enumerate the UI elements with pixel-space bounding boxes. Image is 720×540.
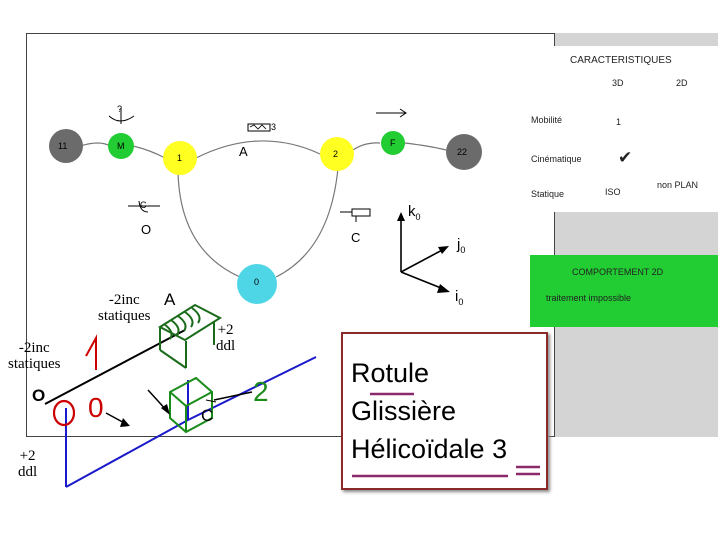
ball-joint-icon bbox=[52, 399, 76, 427]
helix-number: 3 bbox=[271, 122, 277, 132]
question-mark: ? bbox=[117, 104, 123, 114]
behavior-2d-panel bbox=[530, 255, 718, 327]
node-0 bbox=[237, 264, 277, 304]
node-M bbox=[108, 133, 134, 159]
spring-icon bbox=[247, 123, 271, 132]
row-statique-3d: ISO bbox=[605, 187, 621, 197]
node-F bbox=[381, 131, 405, 155]
red-number-1 bbox=[85, 334, 97, 370]
axis-i bbox=[400, 271, 447, 291]
node-0-label: 0 bbox=[254, 277, 260, 287]
sketch-A-label: A bbox=[164, 290, 176, 309]
row-statique-2d: non PLAN bbox=[657, 180, 699, 190]
edge-M-1 bbox=[132, 145, 166, 159]
sketch-C-label: C bbox=[201, 406, 214, 425]
edge-2-0 bbox=[275, 167, 339, 278]
joint-line-2: Glissière bbox=[351, 396, 457, 426]
joint-line-1: Rotule bbox=[351, 358, 430, 388]
arrow-2 bbox=[213, 391, 253, 401]
characteristics-table bbox=[527, 46, 718, 212]
sketch-num-2: 2 bbox=[253, 376, 269, 407]
row-mobilite-label: Mobilité bbox=[531, 115, 563, 125]
edge-1-2 bbox=[195, 140, 321, 159]
node-1 bbox=[163, 141, 197, 175]
col-3d: 3D bbox=[612, 78, 624, 88]
black-rod bbox=[44, 329, 186, 405]
row-statique-label: Statique bbox=[531, 189, 565, 199]
edge-F-22 bbox=[404, 142, 447, 151]
helical-screw-icon bbox=[157, 303, 223, 369]
ddl-left-label: +2 ddl bbox=[18, 448, 38, 480]
axis-j-label: j0 bbox=[457, 236, 466, 255]
axis-j bbox=[400, 247, 447, 273]
node-2-label: 2 bbox=[333, 149, 339, 159]
blue-line-2 bbox=[65, 419, 189, 488]
ddl-right-label: +2 ddl bbox=[216, 322, 236, 354]
left-mid-incs-label: -2inc statiques bbox=[8, 340, 61, 372]
edge-2-F bbox=[352, 142, 381, 151]
node-22-label: 22 bbox=[457, 147, 468, 157]
slider-box-icon bbox=[169, 376, 213, 434]
sketch-O-label: O bbox=[32, 386, 46, 405]
link-O-label: O bbox=[141, 222, 152, 237]
node-11-label: 11 bbox=[58, 141, 68, 151]
check-icon: ✔ bbox=[618, 148, 633, 167]
pivot-c-mark: C bbox=[140, 200, 147, 210]
col-2d: 2D bbox=[676, 78, 688, 88]
blue-line-4 bbox=[187, 356, 317, 421]
axis-k-label: k0 bbox=[408, 203, 421, 222]
node-F-label: F bbox=[390, 138, 396, 148]
node-M-label: M bbox=[117, 141, 125, 151]
joint-number: 3 bbox=[492, 434, 508, 464]
edge-1-0 bbox=[177, 171, 241, 278]
left-top-incs-label: -2inc statiques bbox=[98, 292, 151, 324]
link-A-label: A bbox=[239, 144, 248, 159]
behavior-text: traitement impossible bbox=[546, 293, 632, 303]
table-header: CARACTERISTIQUES bbox=[570, 55, 672, 66]
row-mobilite-3d: 1 bbox=[616, 117, 622, 127]
node-1-label: 1 bbox=[177, 153, 183, 163]
joint-description-box: Rotule Glissière Hélicoïdale 3 bbox=[341, 332, 548, 490]
row-cinematique-label: Cinématique bbox=[531, 154, 582, 164]
axis-i-label: i0 bbox=[455, 288, 464, 307]
node-11 bbox=[49, 129, 83, 163]
node-22 bbox=[446, 134, 482, 170]
sketch-num-0: 0 bbox=[88, 392, 104, 423]
link-C-label: C bbox=[351, 230, 361, 245]
pivot-symbol-icon bbox=[138, 200, 149, 213]
node-2 bbox=[320, 137, 354, 171]
joint-line-3: Hélicoïdale 3 bbox=[351, 434, 508, 464]
behavior-title: COMPORTEMENT 2D bbox=[572, 267, 664, 277]
